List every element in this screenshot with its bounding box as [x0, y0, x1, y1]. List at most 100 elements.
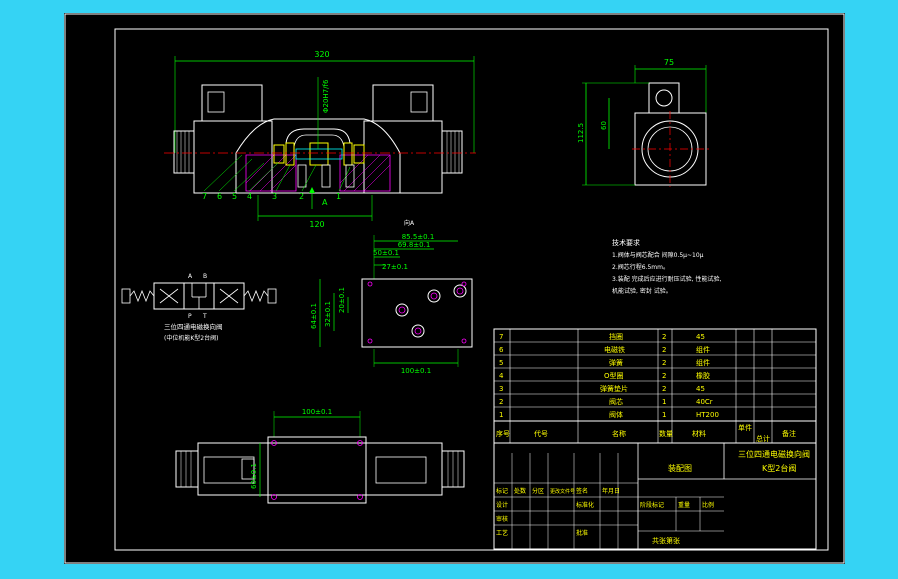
part-no-6: 6 [499, 346, 504, 354]
drawing-name: 装配图 [668, 463, 692, 473]
dim-top-v3: 64±0.1 [310, 303, 318, 329]
dim-bottom-v: 60±0.1 [250, 463, 258, 489]
dim-top-v1: 32±0.1 [324, 301, 332, 327]
tb-label-sign: 签名 [576, 487, 588, 495]
header-qty: 数量 [659, 429, 673, 438]
section-label: 向A [404, 219, 415, 227]
dim-side-width: 75 [664, 58, 674, 67]
part-qty-1: 1 [662, 411, 666, 419]
drawing-title-2: K型2台阀 [762, 463, 796, 473]
dim-top-4: 27±0.1 [382, 263, 408, 271]
hydraulic-symbol: A B P T 三位四通电磁换向阀 (中位机能K型2台阀) [121, 273, 277, 342]
part-name-2: 阀芯 [609, 397, 623, 406]
header-unit: 单件 [738, 423, 752, 432]
tb-label-count: 处数 [514, 487, 526, 495]
tech-req-line-3: 3.装配 完成后应进行耐压试验, 性能试验, [612, 275, 721, 283]
header-name: 名称 [612, 429, 626, 438]
part-qty-5: 2 [662, 359, 666, 367]
part-name-5: 弹簧 [609, 358, 623, 367]
drawing-sheet: 320 [64, 13, 845, 564]
dim-bore: Φ20H7/f6 [322, 79, 330, 113]
symbol-caption-1: 三位四通电磁换向阀 [164, 322, 223, 331]
tech-req-title: 技术要求 [612, 238, 640, 247]
tb-label-stage: 阶段标记 [640, 501, 664, 509]
header-total: 总计 [756, 434, 770, 443]
part-qty-4: 2 [662, 372, 666, 380]
part-mat-6: 组件 [696, 345, 710, 354]
dim-body: 120 [309, 220, 324, 229]
part-name-4: O型圈 [604, 371, 624, 380]
tech-requirements: 技术要求 1.阀体与阀芯配合 间隙0.5μ~10μ 2.阀芯行程6.5mm。 3… [612, 238, 721, 295]
tech-req-line-4: 机能试验, 密封 试验。 [612, 287, 672, 295]
dim-top-bottom: 100±0.1 [401, 367, 431, 375]
tb-label-weight: 重量 [678, 501, 690, 509]
part-no-1: 1 [499, 411, 503, 419]
part-name-1: 阀体 [609, 410, 623, 419]
balloon-2: 2 [299, 192, 304, 201]
port-a-label: A [322, 198, 328, 207]
symbol-caption-2: (中位机能K型2台阀) [164, 334, 218, 342]
dim-top-1: 85.5±0.1 [402, 233, 435, 241]
balloon-7: 7 [202, 192, 207, 201]
part-no-2: 2 [499, 398, 503, 406]
balloon-5: 5 [232, 192, 237, 201]
part-no-4: 4 [499, 372, 504, 380]
part-mat-3: 45 [696, 385, 705, 393]
tb-label-review: 审核 [496, 515, 508, 523]
part-name-7: 挡圈 [609, 332, 623, 341]
part-name-6: 电磁铁 [604, 345, 625, 354]
tb-label-approve: 批准 [576, 529, 588, 537]
part-mat-4: 橡胶 [696, 371, 710, 380]
header-remark: 备注 [782, 429, 796, 438]
tb-label-change: 更改文件号 [550, 488, 575, 495]
port-t-symbol: T [202, 313, 207, 320]
tb-label-process: 工艺 [496, 529, 508, 537]
inner-frame [114, 28, 829, 551]
port-b-symbol: B [203, 273, 207, 280]
part-qty-3: 2 [662, 385, 666, 393]
balloon-3: 3 [272, 192, 277, 201]
dim-top-2: 69.8±0.1 [398, 241, 431, 249]
tb-label-zone: 分区 [532, 487, 544, 495]
drawing-title-1: 三位四通电磁换向阀 [738, 449, 810, 459]
part-no-7: 7 [499, 333, 503, 341]
balloon-4: 4 [247, 192, 252, 201]
dim-top-3: 50±0.1 [373, 249, 399, 257]
bottom-view: 100±0.1 60±0.1 [175, 408, 465, 504]
top-view: 85.5±0.1 69.8±0.1 50±0.1 27±0.1 64±0.1 3… [310, 233, 473, 375]
outer-frame [64, 13, 845, 564]
part-no-5: 5 [499, 359, 503, 367]
tb-label-design: 设计 [496, 501, 508, 509]
header-no: 序号 [496, 429, 510, 438]
tech-req-line-1: 1.阀体与阀芯配合 间隙0.5μ~10μ [612, 251, 704, 259]
header-code: 代号 [534, 429, 548, 438]
tb-label-scale: 比例 [702, 501, 714, 509]
dim-overall: 320 [314, 50, 329, 59]
title-block: 装配图 三位四通电磁换向阀 K型2台阀 标记 处数 分区 更改文件号 签名 年月… [493, 442, 817, 550]
balloon-6: 6 [217, 192, 222, 201]
part-mat-2: 40Cr [696, 398, 713, 406]
part-mat-7: 45 [696, 333, 705, 341]
dim-side-mid: 60 [600, 121, 608, 130]
tb-label-mark: 标记 [496, 487, 508, 495]
side-view: 75 112.5 60 [577, 58, 710, 187]
tb-label-standard: 标准化 [576, 501, 594, 509]
tech-req-line-2: 2.阀芯行程6.5mm。 [612, 263, 669, 271]
port-a-symbol: A [188, 273, 193, 280]
header-material: 材料 [692, 429, 706, 438]
port-p-symbol: P [188, 313, 192, 320]
balloon-1: 1 [336, 192, 341, 201]
part-qty-2: 1 [662, 398, 666, 406]
part-qty-7: 2 [662, 333, 666, 341]
dim-bottom-top: 100±0.1 [302, 408, 332, 416]
parts-list: 7 挡圈 2 45 6 电磁铁 2 组件 5 弹簧 2 组件 4 O型圈 2 橡… [493, 328, 817, 444]
front-view: 320 [164, 50, 476, 229]
part-no-3: 3 [499, 385, 503, 393]
tb-label-sheets: 共张第张 [652, 536, 680, 545]
part-mat-5: 组件 [696, 358, 710, 367]
tb-label-date: 年月日 [602, 487, 620, 495]
dim-top-v2: 20±0.1 [338, 287, 346, 313]
cad-drawing: 320 [64, 13, 845, 564]
part-qty-6: 2 [662, 346, 666, 354]
part-mat-1: HT200 [696, 411, 719, 419]
